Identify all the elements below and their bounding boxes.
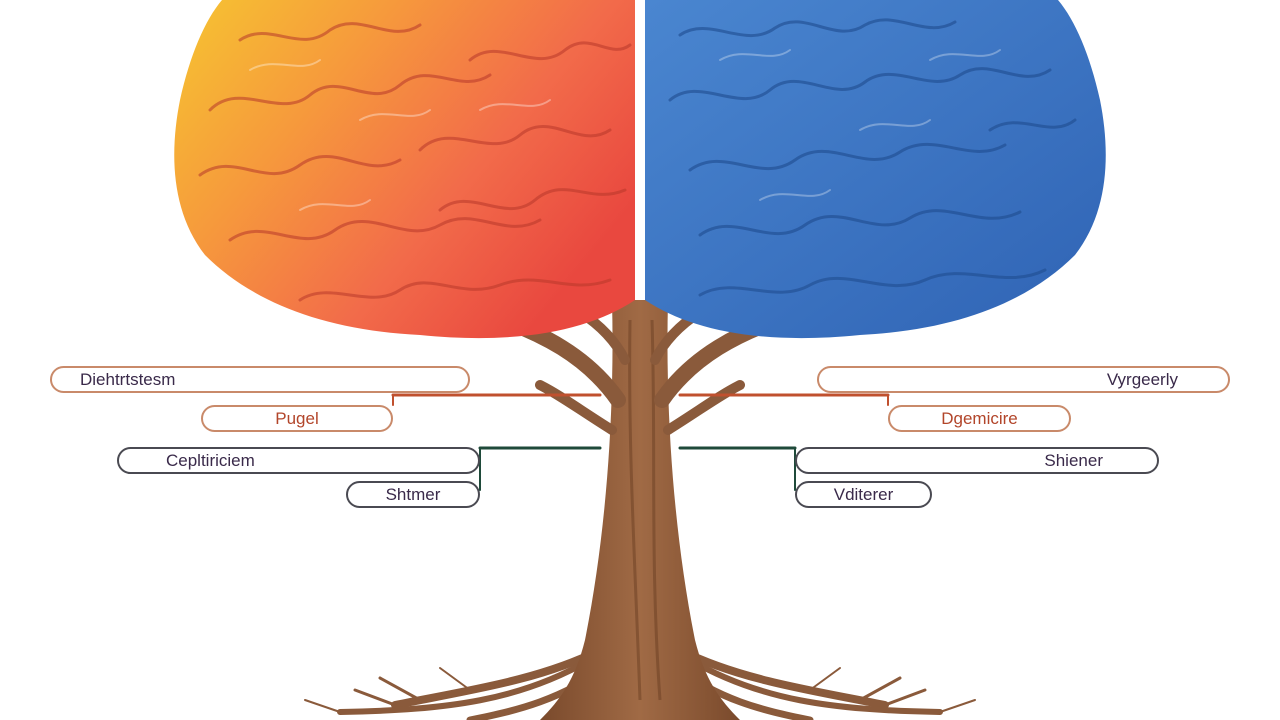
label-left-3: Cepltiriciem (117, 447, 480, 474)
label-left-4-text: Shtmer (385, 484, 441, 504)
label-right-4-text: Vditerer (833, 484, 894, 504)
label-right-2-text: Dgemicire (941, 408, 1018, 428)
label-right-1: Vyrgeerly (817, 366, 1230, 393)
label-left-3-text: Cepltiriciem (166, 450, 255, 470)
label-right-3-text: Shiener (1044, 450, 1103, 470)
label-left-1-text: Diehtrtstesm (80, 369, 176, 389)
label-right-4: Vditerer (795, 481, 932, 508)
label-left-2-text: Pugel (275, 408, 319, 428)
label-right-1-text: Vyrgeerly (1106, 369, 1178, 389)
label-right-3: Shiener (795, 447, 1159, 474)
tree-trunk (540, 300, 740, 720)
right-hemisphere (645, 0, 1106, 339)
left-hemisphere (174, 0, 636, 339)
connector-lines (391, 393, 890, 491)
label-left-1: Diehtrtstesm (50, 366, 470, 393)
label-right-2: Dgemicire (888, 405, 1071, 432)
label-left-2: Pugel (201, 405, 393, 432)
label-left-4: Shtmer (346, 481, 480, 508)
